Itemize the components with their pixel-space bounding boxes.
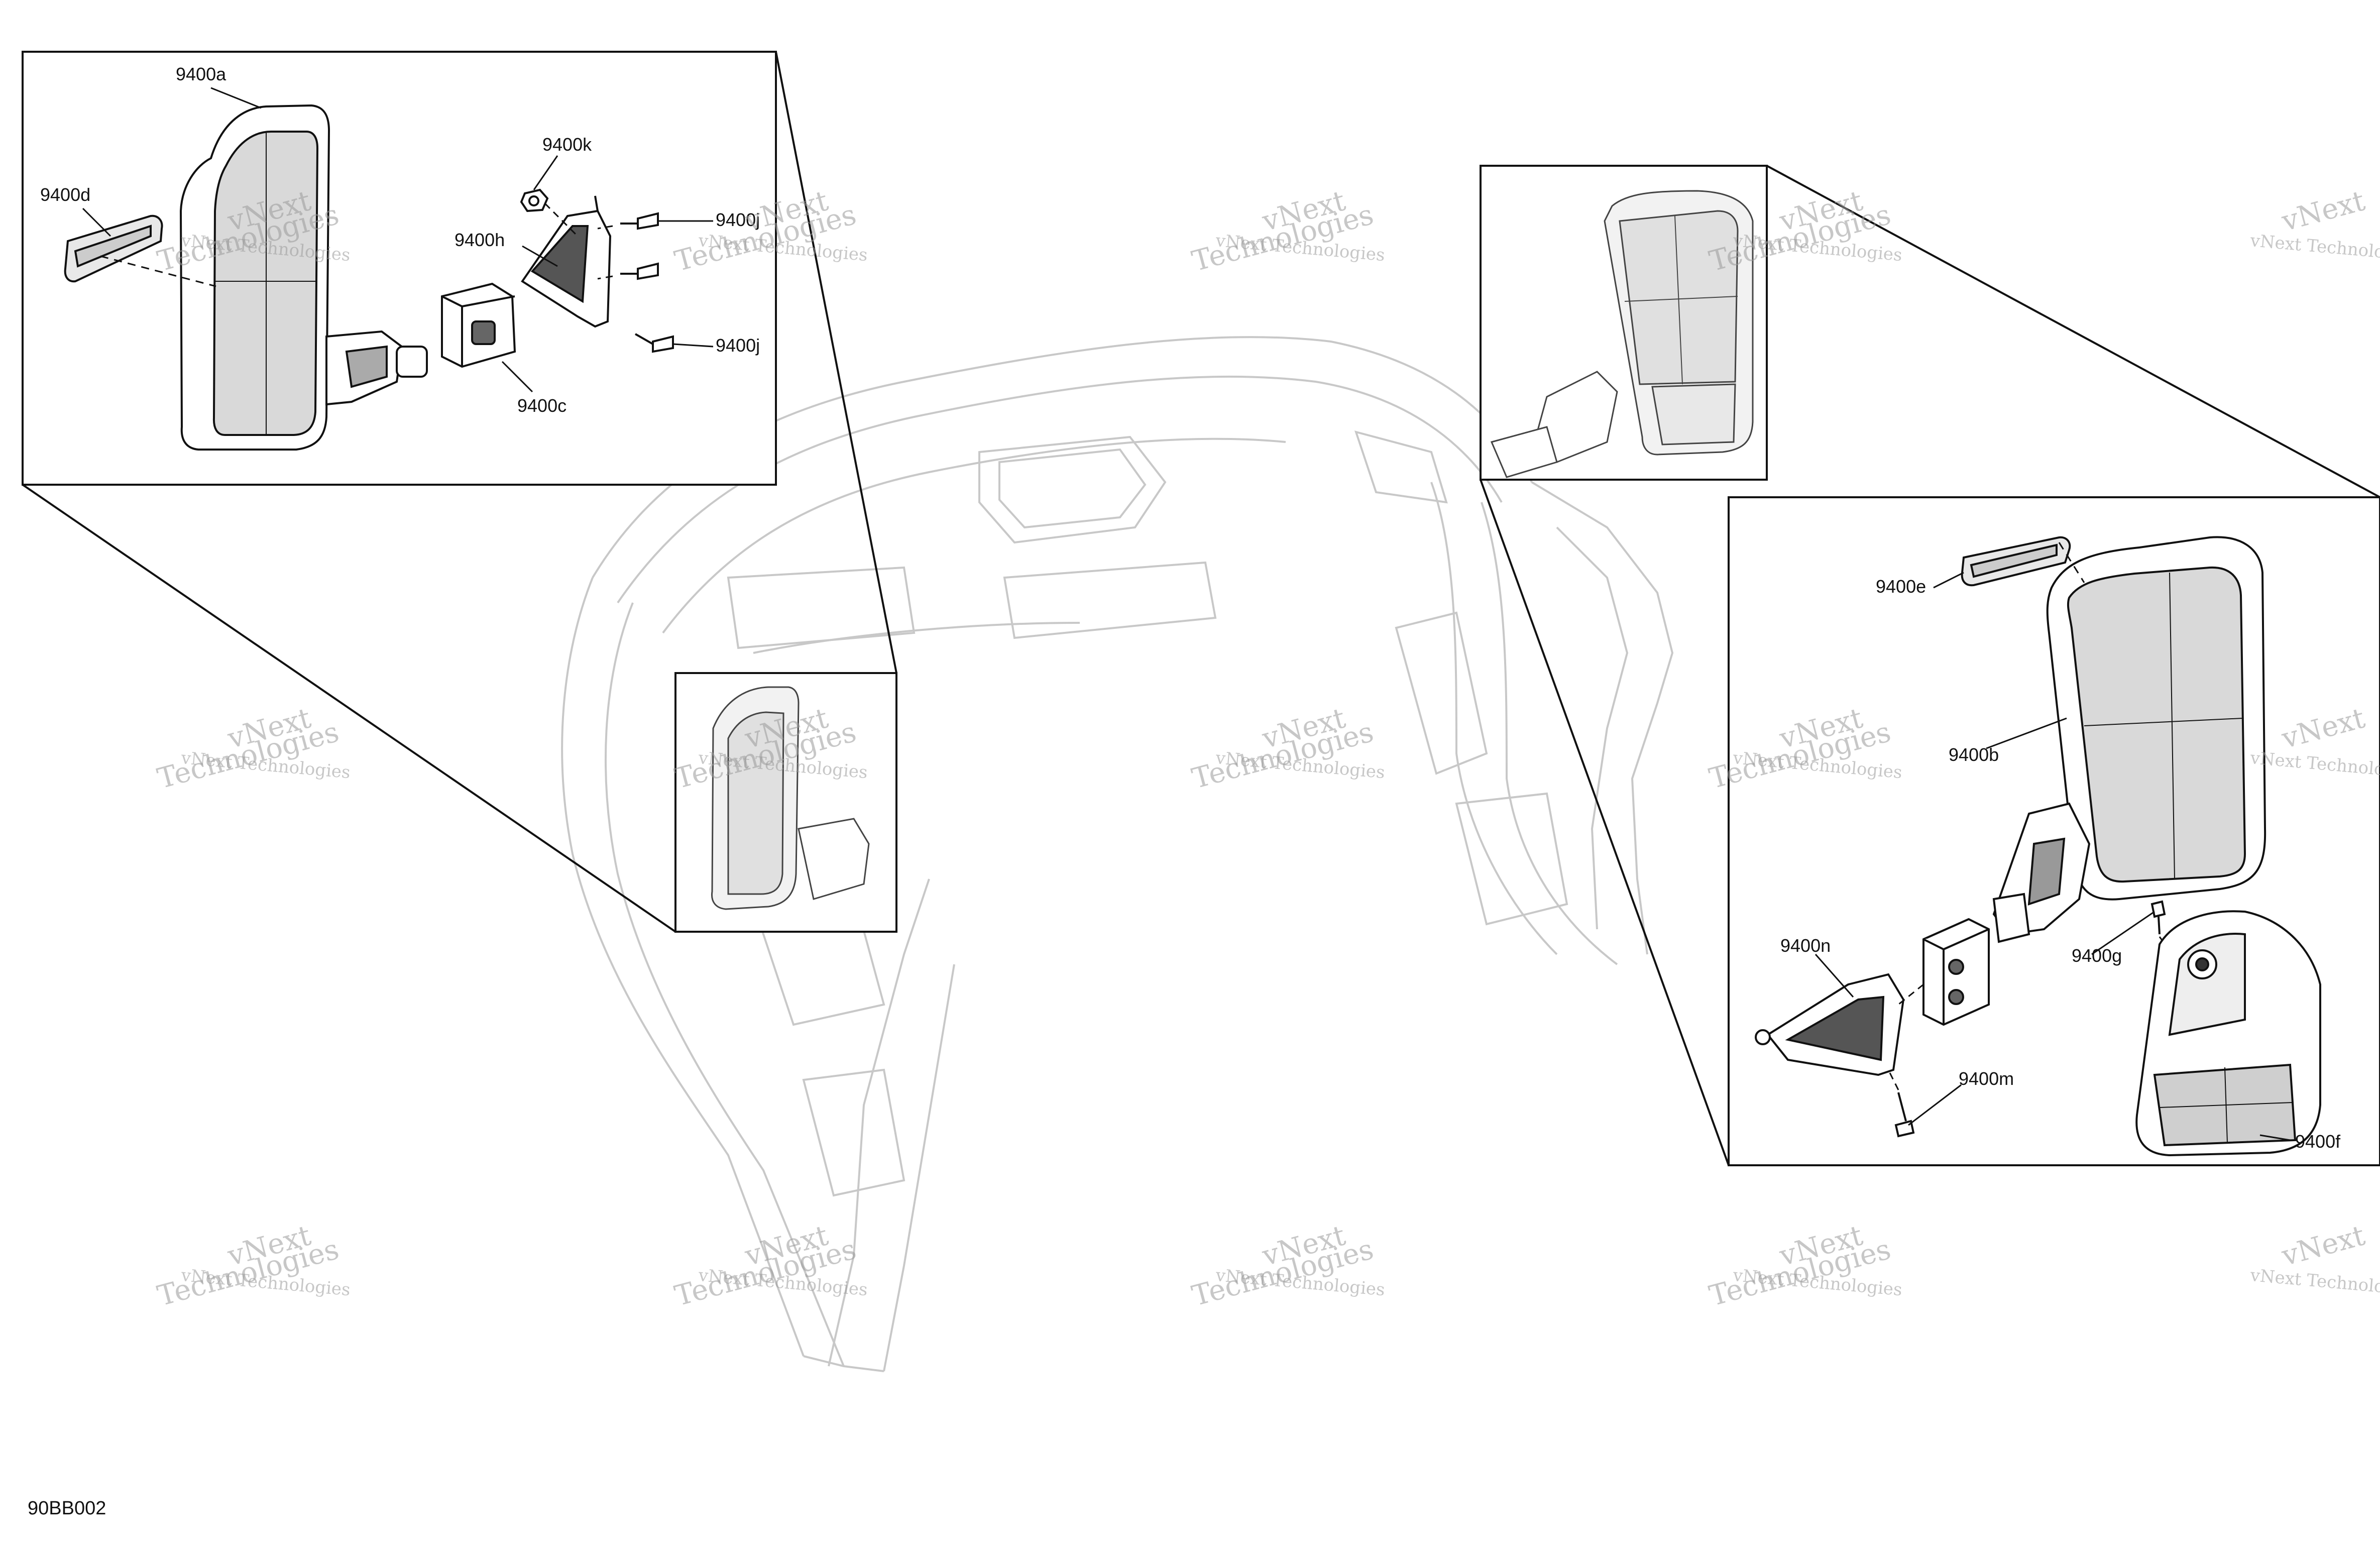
nut-9400k (520, 188, 579, 237)
small-mirror-left (711, 686, 870, 910)
clamp-9400c (441, 282, 516, 368)
label-9400a: 9400a (176, 64, 226, 84)
label-9400g: 9400g (2072, 945, 2122, 966)
label-9400e: 9400e (1876, 576, 1926, 597)
clamp-right (1898, 918, 1990, 1026)
mirror-9400a (179, 104, 428, 451)
label-9400d: 9400d (40, 184, 90, 205)
watermark: vNext Technologies vNext Technologies (154, 702, 351, 795)
bracket-9400n (1755, 973, 1905, 1076)
label-9400b: 9400b (1949, 744, 1999, 765)
clip-9400d (64, 214, 216, 287)
left-leader-lines (82, 87, 714, 393)
cover-9400f (2135, 910, 2321, 1157)
right-leader-lines (1815, 572, 2291, 1141)
label-9400f: 9400f (2295, 1131, 2341, 1152)
watermark: vNext Technologies vNext Technologies (671, 1219, 868, 1312)
label-9400n: 9400n (1780, 935, 1831, 956)
svg-text:vNext: vNext (2278, 1219, 2368, 1273)
svg-text:vNext Technologies: vNext Technologies (2249, 1265, 2380, 1300)
watermark: vNext Technologies vNext Technologies (1189, 1219, 1386, 1312)
label-9400c: 9400c (517, 395, 566, 416)
bolts-9400j (597, 212, 674, 353)
watermark: vNext vNext Technologies (2249, 184, 2380, 265)
small-mirror-right (1490, 190, 1754, 478)
label-9400j-bottom: 9400j (716, 335, 760, 356)
watermark: vNext Technologies vNext Technologies (1189, 702, 1386, 795)
watermark: vNext Technologies vNext Technologies (154, 1219, 351, 1312)
svg-text:vNext: vNext (2278, 184, 2368, 238)
label-9400h: 9400h (455, 230, 505, 250)
mirror-9400b (1992, 536, 2266, 943)
small-box-right (1480, 165, 2380, 1166)
bracket-9400h (521, 195, 612, 328)
callout-labels: 9400a 9400d 9400k 9400h 9400j 9400j 9400… (40, 64, 2341, 1152)
label-9400j-top: 9400j (716, 209, 760, 230)
left-detail-box (22, 51, 897, 933)
watermark: vNext Technologies vNext Technologies (1189, 184, 1386, 278)
watermark: vNext Technologies vNext Technologies (1706, 1219, 1903, 1312)
small-box-left (674, 672, 897, 933)
label-9400m: 9400m (1959, 1068, 2014, 1089)
watermark: vNext vNext Technologies (2249, 1219, 2380, 1300)
clip-9400e (1961, 536, 2085, 587)
figure-id: 90BB002 (28, 1498, 106, 1519)
label-9400k: 9400k (542, 134, 592, 155)
svg-text:vNext Technologies: vNext Technologies (2249, 231, 2380, 265)
right-detail-box (1728, 496, 2380, 1166)
